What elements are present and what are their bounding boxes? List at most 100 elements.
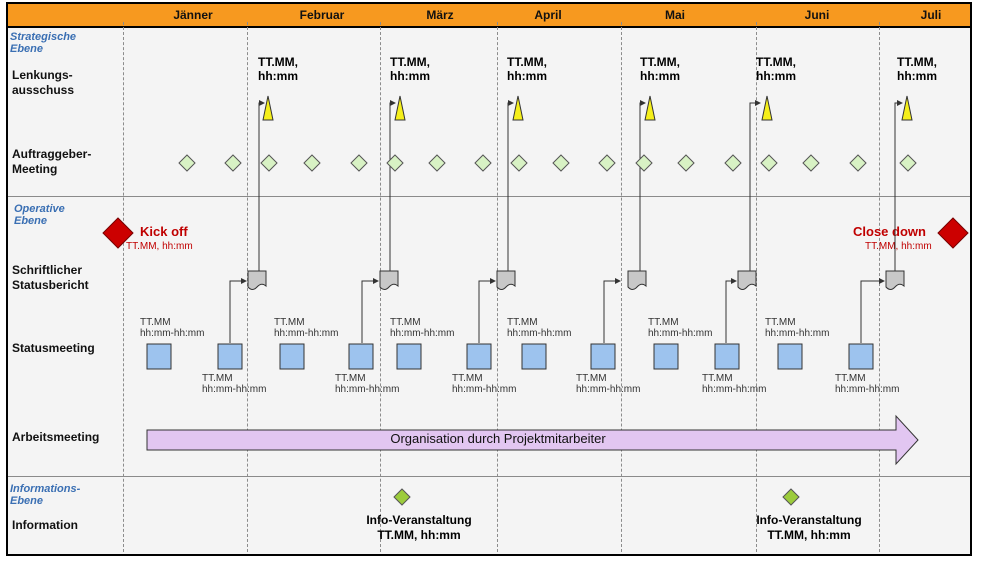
section-strategic: Strategische Ebene: [10, 31, 77, 55]
connector-line: [258, 100, 265, 271]
lenkung-date: TT.MM, hh:mm: [390, 55, 430, 83]
month-divider: [621, 22, 622, 552]
statusbericht-doc: [627, 270, 647, 290]
auftraggeber-diamond: [260, 154, 278, 172]
statusbericht-doc: [247, 270, 267, 290]
statusmeeting-date: TT.MM hh:mm-hh:mm: [702, 373, 767, 395]
lenkung-triangle: [394, 95, 406, 121]
arbeitsmeeting-text: Organisation durch Projektmitarbeiter: [390, 431, 606, 446]
auftraggeber-diamond: [677, 154, 695, 172]
section-information: Informations- Ebene: [10, 483, 81, 507]
connector-line: [639, 100, 646, 271]
month-april: April: [534, 8, 562, 22]
timeline-frame: Jänner Februar März April Mai Juni Juli: [6, 2, 972, 556]
connector-line: [603, 278, 621, 343]
info-diamond: [393, 488, 411, 506]
statusmeeting-date: TT.MM hh:mm-hh:mm: [390, 317, 455, 339]
connector-line: [361, 278, 379, 343]
statusmeeting-date: TT.MM hh:mm-hh:mm: [648, 317, 713, 339]
month-juni: Juni: [804, 8, 830, 22]
connector-line: [389, 100, 396, 271]
statusmeeting-date: TT.MM hh:mm-hh:mm: [835, 373, 900, 395]
auftraggeber-diamond: [474, 154, 492, 172]
month-header: Jänner Februar März April Mai Juni Juli: [8, 4, 970, 28]
section-operative: Operative Ebene: [14, 203, 65, 227]
auftraggeber-diamond: [899, 154, 917, 172]
row-statusmeeting: Statusmeeting: [12, 341, 95, 355]
closedown-date: TT.MM, hh:mm: [865, 241, 932, 252]
auftraggeber-diamond: [849, 154, 867, 172]
section-divider: [8, 196, 970, 197]
section-divider: [8, 476, 970, 477]
auftraggeber-diamond: [802, 154, 820, 172]
lenkung-date: TT.MM, hh:mm: [640, 55, 680, 83]
connector-line: [478, 278, 496, 343]
statusmeeting-square: [279, 343, 305, 370]
row-information: Information: [12, 518, 78, 532]
month-divider: [123, 22, 124, 552]
statusmeeting-date: TT.MM hh:mm-hh:mm: [335, 373, 400, 395]
auftraggeber-diamond: [350, 154, 368, 172]
info-diamond: [782, 488, 800, 506]
statusmeeting-square: [714, 343, 740, 370]
auftraggeber-diamond: [724, 154, 742, 172]
connector-line: [894, 100, 903, 271]
statusmeeting-square: [466, 343, 492, 370]
auftraggeber-diamond: [552, 154, 570, 172]
statusmeeting-date: TT.MM hh:mm-hh:mm: [576, 373, 641, 395]
auftraggeber-diamond: [178, 154, 196, 172]
kickoff-diamond: [102, 217, 134, 249]
month-maerz: März: [426, 8, 454, 22]
lenkung-triangle: [512, 95, 524, 121]
statusmeeting-date: TT.MM hh:mm-hh:mm: [452, 373, 517, 395]
auftraggeber-diamond: [224, 154, 242, 172]
statusmeeting-date: TT.MM hh:mm-hh:mm: [274, 317, 339, 339]
auftraggeber-diamond: [386, 154, 404, 172]
statusbericht-doc: [737, 270, 757, 290]
lenkung-date: TT.MM, hh:mm: [897, 55, 937, 83]
statusmeeting-square: [348, 343, 374, 370]
statusmeeting-square: [777, 343, 803, 370]
lenkung-triangle: [262, 95, 274, 121]
statusmeeting-square: [590, 343, 616, 370]
kickoff-title: Kick off: [140, 224, 188, 239]
statusmeeting-date: TT.MM hh:mm-hh:mm: [202, 373, 267, 395]
lenkung-date: TT.MM, hh:mm: [756, 55, 796, 83]
month-februar: Februar: [299, 8, 345, 22]
month-juli: Juli: [920, 8, 942, 22]
statusmeeting-date: TT.MM hh:mm-hh:mm: [507, 317, 572, 339]
statusmeeting-square: [396, 343, 422, 370]
month-jaenner: Jänner: [173, 8, 213, 22]
statusbericht-doc: [885, 270, 905, 290]
statusmeeting-date: TT.MM hh:mm-hh:mm: [765, 317, 830, 339]
row-lenkungsausschuss: Lenkungs- ausschuss: [12, 68, 75, 97]
connector-line: [725, 278, 737, 343]
auftraggeber-diamond: [303, 154, 321, 172]
closedown-diamond: [937, 217, 969, 249]
info-veranstaltung-label: Info-Veranstaltung TT.MM, hh:mm: [366, 513, 472, 542]
auftraggeber-diamond: [598, 154, 616, 172]
connector-line: [507, 100, 514, 271]
auftraggeber-diamond: [760, 154, 778, 172]
kickoff-date: TT.MM, hh:mm: [126, 241, 193, 252]
connector-line: [229, 278, 247, 343]
auftraggeber-diamond: [635, 154, 653, 172]
statusbericht-doc: [379, 270, 399, 290]
row-statusbericht: Schriftlicher Statusbericht: [12, 263, 89, 292]
month-divider: [879, 22, 880, 552]
lenkung-date: TT.MM, hh:mm: [258, 55, 298, 83]
lenkung-triangle: [644, 95, 656, 121]
row-arbeitsmeeting: Arbeitsmeeting: [12, 430, 100, 444]
connector-line: [749, 100, 761, 271]
statusmeeting-square: [217, 343, 243, 370]
statusbericht-doc: [496, 270, 516, 290]
closedown-title: Close down: [853, 224, 926, 239]
auftraggeber-diamond: [510, 154, 528, 172]
connector-line: [860, 278, 885, 343]
lenkung-triangle: [761, 95, 773, 121]
statusmeeting-square: [848, 343, 874, 370]
statusmeeting-square: [653, 343, 679, 370]
month-mai: Mai: [664, 8, 686, 22]
info-veranstaltung-label: Info-Veranstaltung TT.MM, hh:mm: [756, 513, 862, 542]
